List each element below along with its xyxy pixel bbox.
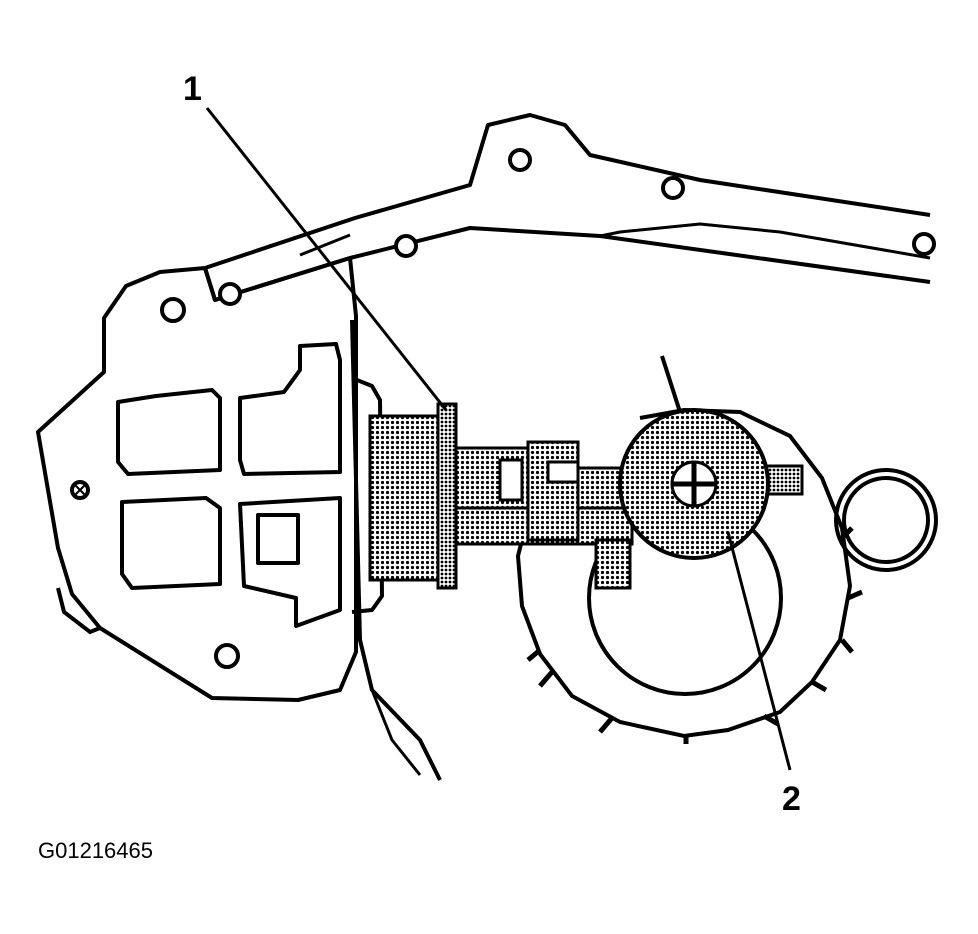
figure-id-label: G01216465 bbox=[38, 838, 153, 863]
round-screen bbox=[618, 355, 770, 560]
flange-bolt-holes bbox=[394, 148, 936, 258]
valve-body-plate bbox=[36, 256, 442, 781]
plate-lower-lip bbox=[56, 587, 101, 635]
callout-label-1: 1 bbox=[183, 70, 202, 108]
seal-ring bbox=[834, 468, 938, 572]
leader-line-1 bbox=[205, 107, 448, 411]
plate-bolt-holes bbox=[70, 282, 242, 669]
case-flange bbox=[203, 113, 931, 302]
callout-label-2: 2 bbox=[782, 780, 801, 818]
leader-line-2 bbox=[726, 531, 792, 771]
